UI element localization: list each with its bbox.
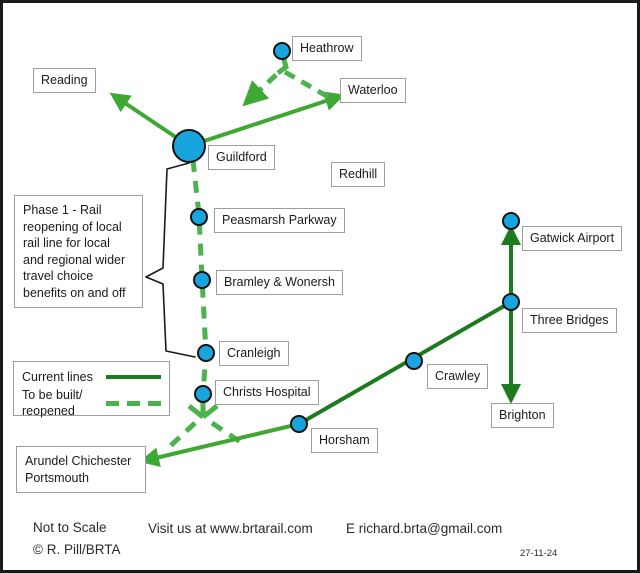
station-node-guildford[interactable] [172, 129, 206, 163]
station-node-heathrow[interactable] [273, 42, 291, 60]
footer-not-to-scale: Not to Scale [33, 520, 107, 535]
line-heathrow-west-proposed [242, 73, 278, 107]
line-horsham-three-bridges-existing [298, 300, 512, 426]
legend-swatch-dashed-line [106, 400, 161, 406]
legend-item-to-be-built: To be built/ reopened [22, 387, 161, 419]
label-guildford[interactable]: Guildford [208, 145, 275, 170]
line-christs-hospital-y-right [201, 404, 219, 419]
label-horsham[interactable]: Horsham [311, 428, 378, 453]
station-node-peasmarsh[interactable] [190, 208, 208, 226]
phase1-brace [145, 162, 196, 358]
legend-item-current-lines: Current lines [22, 369, 161, 385]
label-peasmarsh-parkway[interactable]: Peasmarsh Parkway [214, 208, 345, 233]
line-heathrow-east-proposed [283, 69, 332, 101]
station-node-christs-hospital[interactable] [194, 385, 212, 403]
label-redhill[interactable]: Redhill [331, 162, 386, 187]
station-node-bramley[interactable] [193, 271, 211, 289]
legend-swatch-solid-line [106, 375, 161, 379]
label-arundel-chichester-portsmouth[interactable]: Arundel Chichester Portsmouth [16, 446, 146, 493]
label-christs-hospital[interactable]: Christs Hospital [215, 380, 319, 405]
line-guildford-waterloo [188, 91, 345, 148]
station-node-cranleigh[interactable] [197, 344, 215, 362]
label-waterloo[interactable]: Waterloo [340, 78, 406, 103]
station-node-horsham[interactable] [290, 415, 308, 433]
line-christs-hospital-y-left [187, 404, 205, 419]
legend-label-current-lines: Current lines [22, 370, 93, 384]
label-reading[interactable]: Reading [33, 68, 96, 93]
label-gatwick-airport[interactable]: Gatwick Airport [522, 226, 623, 251]
legend-label-to-be-built: To be built/ reopened [22, 388, 83, 418]
line-christs-southwest-proposed [164, 421, 197, 452]
footer-date: 27-11-24 [520, 548, 558, 559]
station-node-crawley[interactable] [405, 352, 423, 370]
station-node-gatwick[interactable] [502, 212, 520, 230]
footer-email[interactable]: E richard.brta@gmail.com [346, 521, 503, 536]
label-heathrow[interactable]: Heathrow [292, 36, 362, 61]
phase1-annotation: Phase 1 - Rail reopening of local rail l… [14, 195, 143, 308]
footer-copyright: © R. Pill/BRTA [33, 542, 121, 557]
line-arundel-three-bridges-existing [139, 422, 300, 468]
network-lines-layer [109, 42, 521, 468]
label-crawley[interactable]: Crawley [427, 364, 489, 389]
label-three-bridges[interactable]: Three Bridges [522, 308, 617, 333]
footer-website[interactable]: Visit us at www.brtarail.com [148, 521, 313, 536]
station-node-three-bridges[interactable] [502, 293, 520, 311]
legend: Current lines To be built/ reopened [13, 361, 170, 419]
label-brighton[interactable]: Brighton [491, 403, 554, 428]
label-bramley-wonersh[interactable]: Bramley & Wonersh [216, 270, 343, 295]
label-cranleigh[interactable]: Cranleigh [219, 341, 289, 366]
